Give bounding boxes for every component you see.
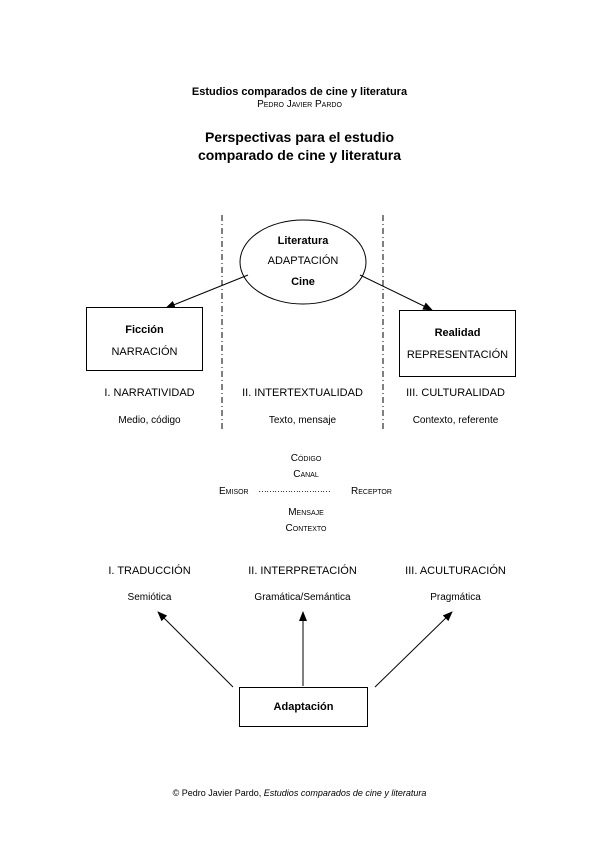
process-traduccion-sub: Semiótica bbox=[127, 592, 172, 603]
process-interpretacion: II. INTERPRETACIÓN bbox=[248, 565, 357, 577]
process-traduccion: I. TRADUCCIÓN bbox=[108, 565, 191, 577]
header-title: Estudios comparados de cine y literatura bbox=[191, 86, 408, 98]
footer-prefix: © Pedro Javier Pardo, bbox=[172, 788, 262, 798]
axis-culturalidad-sub: Contexto, referente bbox=[412, 415, 499, 426]
axis-culturalidad: III. CULTURALIDAD bbox=[406, 387, 505, 399]
comm-codigo: Código bbox=[290, 453, 322, 464]
adaptacion-box: Adaptación bbox=[239, 687, 368, 727]
axis-narratividad-sub: Medio, código bbox=[118, 415, 181, 426]
arrow-to-realidad bbox=[359, 274, 433, 311]
axis-narratividad: I. NARRATIVIDAD bbox=[104, 387, 195, 399]
arrow-to-ficcion bbox=[165, 274, 249, 309]
process-aculturacion-sub: Pragmática bbox=[430, 592, 481, 603]
ellipse-literatura: Literatura bbox=[277, 235, 329, 247]
comm-canal: Canal bbox=[293, 469, 319, 480]
process-aculturacion: III. ACULTURACIÓN bbox=[405, 565, 506, 577]
comm-receptor: Receptor bbox=[351, 486, 392, 497]
arrow-to-traduccion bbox=[157, 611, 234, 688]
ellipse-cine: Cine bbox=[291, 276, 315, 288]
ficcion-title: Ficción bbox=[125, 324, 164, 336]
header-author: Pedro Javier Pardo bbox=[257, 99, 342, 110]
process-interpretacion-sub: Gramática/Semántica bbox=[254, 592, 351, 603]
axis-intertextualidad-sub: Texto, mensaje bbox=[268, 415, 337, 426]
realidad-title: Realidad bbox=[434, 327, 481, 339]
main-title-line1: Perspectivas para el estudio bbox=[204, 129, 395, 145]
comm-contexto: Contexto bbox=[285, 523, 327, 534]
realidad-subtitle: REPRESENTACIÓN bbox=[406, 349, 509, 361]
main-title-line2: comparado de cine y literatura bbox=[197, 147, 402, 163]
arrow-to-aculturacion bbox=[374, 611, 453, 688]
footer-title: Estudios comparados de cine y literatura bbox=[263, 788, 427, 798]
footer: © Pedro Javier Pardo, Estudios comparado… bbox=[0, 788, 599, 798]
comm-dots: ……………………… bbox=[258, 484, 331, 494]
adaptacion-label: Adaptación bbox=[273, 701, 334, 713]
comm-emisor: Emisor bbox=[219, 486, 249, 497]
ficcion-box: Ficción NARRACIÓN bbox=[86, 307, 203, 371]
ficcion-subtitle: NARRACIÓN bbox=[111, 346, 178, 358]
comm-mensaje: Mensaje bbox=[288, 507, 324, 518]
adaptation-ellipse bbox=[239, 219, 367, 305]
axis-intertextualidad: II. INTERTEXTUALIDAD bbox=[242, 387, 363, 399]
ellipse-adaptacion: ADAPTACIÓN bbox=[267, 255, 339, 267]
realidad-box: Realidad REPRESENTACIÓN bbox=[399, 310, 516, 377]
